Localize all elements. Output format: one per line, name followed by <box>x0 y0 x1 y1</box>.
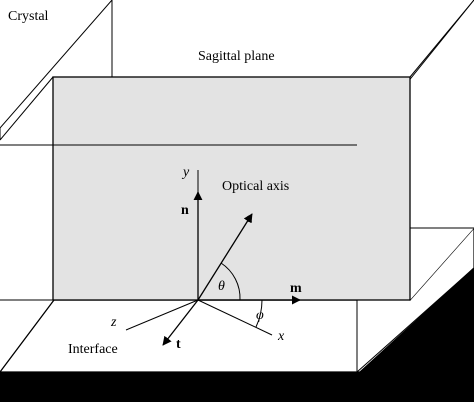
interface-label: Interface <box>68 342 118 357</box>
c-vector-arrow <box>197 213 253 301</box>
crystal-label: Crystal <box>8 9 49 24</box>
sagittal-plane <box>52 76 411 301</box>
n-vector-label: n <box>181 203 189 218</box>
metal-label: Metal <box>412 361 445 376</box>
phi-label: φ <box>256 308 264 323</box>
x-axis-line <box>197 299 273 336</box>
theta-arc <box>220 262 241 301</box>
angle-arcs <box>220 262 263 328</box>
m-vector-label: m <box>290 281 302 296</box>
y-axis-label: y <box>181 165 190 180</box>
sagittal-plane-label: Sagittal plane <box>198 49 275 64</box>
t-vector-label: t <box>176 337 181 352</box>
theta-label: θ <box>218 279 225 294</box>
optical-axis-label: Optical axis <box>222 179 289 194</box>
z-axis-label: z <box>110 315 117 330</box>
z-axis-line <box>125 299 199 331</box>
vectors <box>162 191 301 346</box>
crystal-front-edges <box>0 144 357 301</box>
c-vector-label: c <box>246 211 252 226</box>
t-vector-arrow <box>162 299 199 346</box>
phi-arc <box>255 299 263 328</box>
x-axis-label: x <box>277 329 285 344</box>
